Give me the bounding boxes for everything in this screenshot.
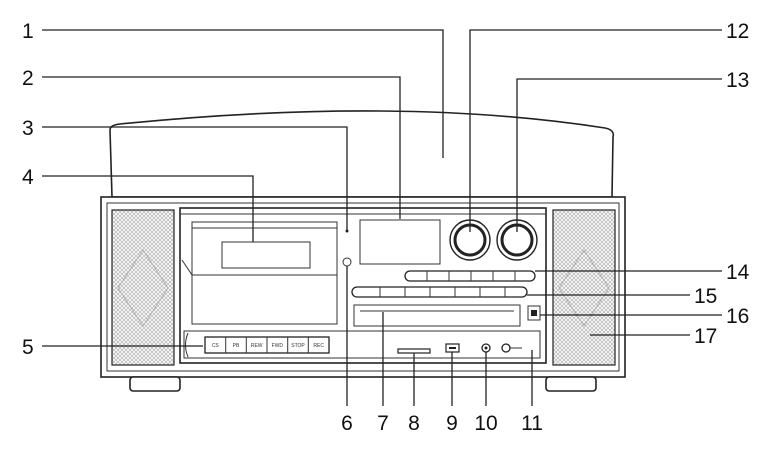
cassette-button-label: PB	[233, 343, 240, 349]
callout-11: 11	[521, 412, 543, 435]
bottom-strip	[183, 330, 541, 359]
callout-2: 2	[22, 67, 34, 90]
left-foot	[129, 376, 181, 392]
cd-door[interactable]	[353, 304, 521, 327]
cassette-button-label: FWD	[272, 343, 284, 349]
callout-1: 1	[22, 20, 34, 43]
callout-14: 14	[726, 261, 750, 284]
callout-3: 3	[22, 117, 34, 140]
cassette-buttons[interactable]: CS PB REW FWD STOP REC	[204, 336, 330, 354]
cabinet-inner	[106, 202, 620, 372]
callout-15: 15	[694, 285, 717, 308]
callout-4: 4	[22, 166, 34, 189]
cassette-button-label: REC	[313, 343, 324, 349]
callout-7: 7	[377, 412, 389, 435]
right-speaker	[552, 209, 616, 366]
callout-6: 6	[341, 412, 353, 435]
sd-card-slot[interactable]	[397, 348, 431, 354]
volume-knob[interactable]	[496, 219, 538, 261]
cassette-button-label: STOP	[291, 343, 305, 349]
cassette-deck	[181, 221, 338, 325]
callout-8: 8	[408, 412, 420, 435]
function-buttons[interactable]	[404, 270, 536, 282]
cd-buttons[interactable]	[351, 286, 528, 298]
cassette-button-label: CS	[212, 343, 220, 349]
callout-13: 13	[726, 69, 749, 92]
callout-16: 16	[726, 305, 749, 328]
phones-jack[interactable]	[501, 343, 522, 353]
right-foot	[545, 376, 597, 392]
turntable-lid	[109, 110, 615, 198]
callout-9: 9	[446, 412, 458, 435]
tuning-knob[interactable]	[449, 219, 491, 261]
lcd-display	[359, 219, 441, 265]
callout-12: 12	[726, 20, 749, 43]
cassette-button-label: REW	[251, 343, 263, 349]
callout-10: 10	[474, 412, 497, 435]
cassette-window	[221, 241, 311, 269]
tape-sensor	[345, 229, 349, 233]
callout-17: 17	[694, 325, 717, 348]
callout-5: 5	[22, 336, 34, 359]
callout-numbers: 1 2 3 4 5 6 7 8 9 10 11 12 13 14 15 16 1…	[22, 20, 750, 435]
cd-eject-button[interactable]	[527, 305, 541, 321]
leader-lines	[42, 29, 722, 406]
left-speaker	[111, 209, 175, 366]
